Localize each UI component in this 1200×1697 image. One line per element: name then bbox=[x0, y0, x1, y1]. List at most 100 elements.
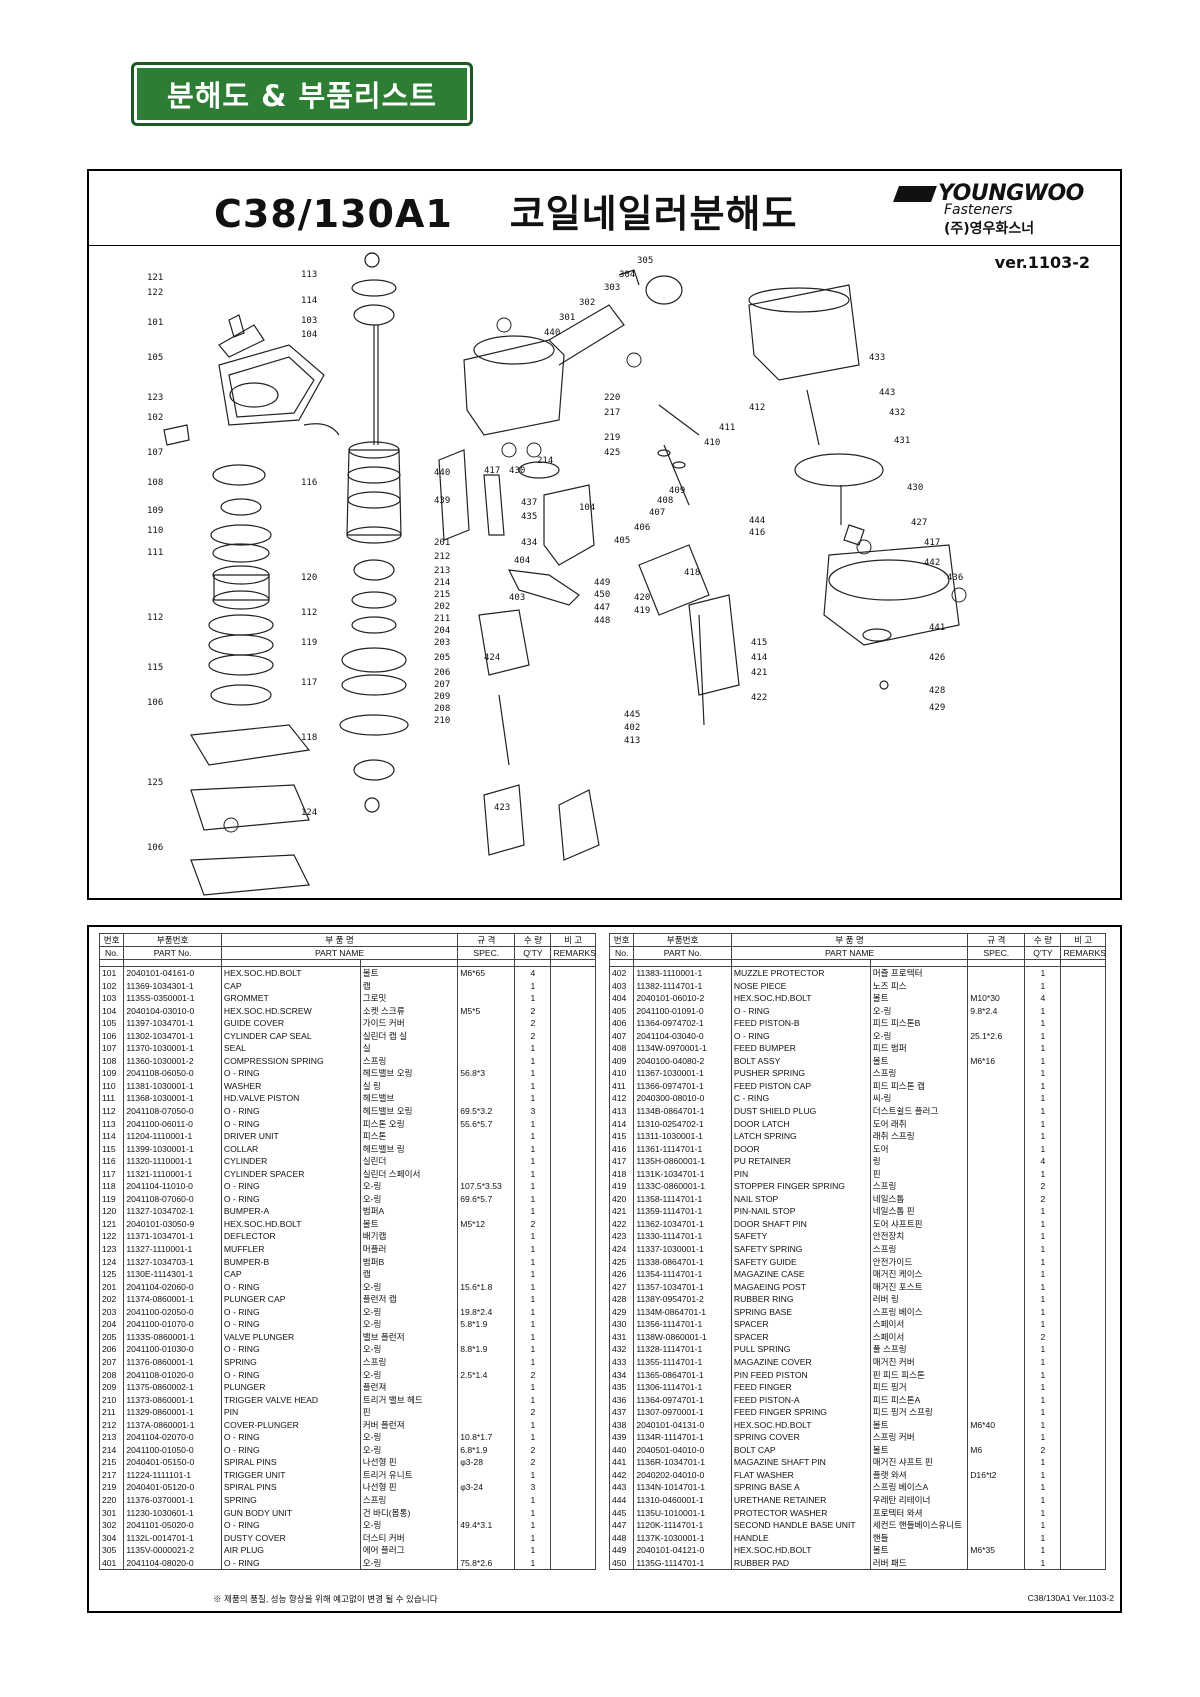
cell-name-en: COLLAR bbox=[220, 1142, 361, 1156]
cell-spec bbox=[457, 1029, 516, 1043]
cell-part-no: 11368-1030001-1 bbox=[123, 1092, 222, 1106]
col-rem-en: REMARKS bbox=[550, 946, 596, 960]
cell-name-en: VALVE PLUNGER bbox=[220, 1330, 361, 1344]
cell-remarks bbox=[550, 1167, 596, 1181]
cell-no: 105 bbox=[98, 1017, 125, 1030]
cell-name-kr: 래취 스프링 bbox=[869, 1130, 969, 1143]
cell-remarks bbox=[1060, 1268, 1106, 1281]
cell-qty: 1 bbox=[514, 1393, 552, 1407]
cell-remarks bbox=[550, 1105, 596, 1118]
cell-spec: 69.6*5.7 bbox=[457, 1192, 516, 1206]
cell-qty: 1 bbox=[1024, 1305, 1062, 1319]
col-name-en: PART NAME bbox=[730, 946, 969, 960]
cell-remarks bbox=[1060, 1230, 1106, 1244]
cell-spec: D16*t2 bbox=[967, 1468, 1026, 1482]
cell-part-no: 2040401-05150-0 bbox=[123, 1456, 222, 1469]
cell-name-kr: 헤드밸브 bbox=[359, 1092, 459, 1106]
cell-name-en: O - RING bbox=[220, 1192, 361, 1206]
cell-name-kr: 오-링 bbox=[359, 1431, 459, 1444]
cell-no: 433 bbox=[608, 1355, 635, 1369]
cell-remarks bbox=[1060, 1443, 1106, 1457]
cell-name-kr: 더스티 커버 bbox=[359, 1531, 459, 1545]
cell-no: 438 bbox=[608, 1418, 635, 1432]
cell-name-kr: 우레탄 리테이너 bbox=[869, 1493, 969, 1507]
cell-part-no: 1135U-1010001-1 bbox=[633, 1506, 732, 1520]
cell-no: 405 bbox=[608, 1004, 635, 1018]
cell-name-en: STOPPER FINGER SPRING bbox=[730, 1180, 871, 1193]
cell-spec: 5.8*1.9 bbox=[457, 1318, 516, 1331]
cell-no: 205 bbox=[98, 1330, 125, 1344]
cell-qty: 1 bbox=[1024, 1481, 1062, 1494]
cell-qty: 1 bbox=[1024, 1205, 1062, 1218]
cell-name-en: PIN FEED PISTON bbox=[730, 1368, 871, 1382]
cell-qty: 2 bbox=[1024, 1192, 1062, 1206]
cell-spec: 56.8*3 bbox=[457, 1067, 516, 1080]
cell-qty: 2 bbox=[514, 1004, 552, 1018]
cell-name-en: SPIRAL PINS bbox=[220, 1481, 361, 1494]
cell-name-kr: 가이드 커버 bbox=[359, 1017, 459, 1030]
cell-remarks bbox=[1060, 1105, 1106, 1118]
cell-name-kr: 범퍼A bbox=[359, 1205, 459, 1218]
cell-no: 118 bbox=[98, 1180, 125, 1193]
cell-remarks bbox=[550, 1280, 596, 1294]
cell-qty: 1 bbox=[1024, 1105, 1062, 1118]
cell-no: 209 bbox=[98, 1381, 125, 1394]
cell-name-en: O - RING bbox=[730, 1004, 871, 1018]
col-part-no-en: PART No. bbox=[633, 946, 732, 960]
cell-remarks bbox=[1060, 1255, 1106, 1269]
cell-name-kr: 도어 래취 bbox=[869, 1117, 969, 1131]
cell-name-kr: 매거진 커버 bbox=[869, 1355, 969, 1369]
cell-spec bbox=[967, 1205, 1026, 1218]
cell-spec: M10*30 bbox=[967, 992, 1026, 1005]
cell-part-no: 11224-1111101-1 bbox=[123, 1468, 222, 1482]
cell-spec bbox=[457, 1268, 516, 1281]
callout: 419 bbox=[634, 606, 650, 616]
spacer-cell bbox=[514, 959, 552, 967]
cell-spec bbox=[967, 1067, 1026, 1080]
cell-part-no: 1133C-0860001-1 bbox=[633, 1180, 732, 1193]
callout: 209 bbox=[434, 692, 450, 702]
cell-name-en: HEX.SOC.HD.BOLT bbox=[730, 1544, 871, 1557]
callout: 301 bbox=[559, 313, 575, 323]
cell-no: 442 bbox=[608, 1468, 635, 1482]
cell-part-no: 11360-1030001-2 bbox=[123, 1054, 222, 1068]
cell-qty: 1 bbox=[1024, 1017, 1062, 1030]
cell-name-kr: 오-링 bbox=[359, 1368, 459, 1382]
cell-no: 217 bbox=[98, 1468, 125, 1482]
cell-part-no: 1138Y-0954701-2 bbox=[633, 1293, 732, 1306]
cell-spec bbox=[967, 1305, 1026, 1319]
cell-qty: 1 bbox=[514, 1381, 552, 1394]
cell-remarks bbox=[1060, 979, 1106, 993]
cell-spec bbox=[967, 1268, 1026, 1281]
cell-qty: 1 bbox=[514, 1042, 552, 1055]
cell-name-kr: 볼트 bbox=[869, 992, 969, 1005]
cell-remarks bbox=[550, 1305, 596, 1319]
cell-part-no: 2041100-02050-0 bbox=[123, 1305, 222, 1319]
cell-name-kr: 실린더 캡 실 bbox=[359, 1029, 459, 1043]
cell-qty: 2 bbox=[1024, 1180, 1062, 1193]
col-spec-kr: 규 격 bbox=[967, 933, 1026, 947]
cell-spec bbox=[457, 1130, 516, 1143]
cell-spec: M6*65 bbox=[457, 965, 516, 980]
cell-no: 408 bbox=[608, 1042, 635, 1055]
cell-part-no: 2041104-02060-0 bbox=[123, 1280, 222, 1294]
cell-qty: 1 bbox=[514, 1130, 552, 1143]
cell-remarks bbox=[550, 1544, 596, 1557]
